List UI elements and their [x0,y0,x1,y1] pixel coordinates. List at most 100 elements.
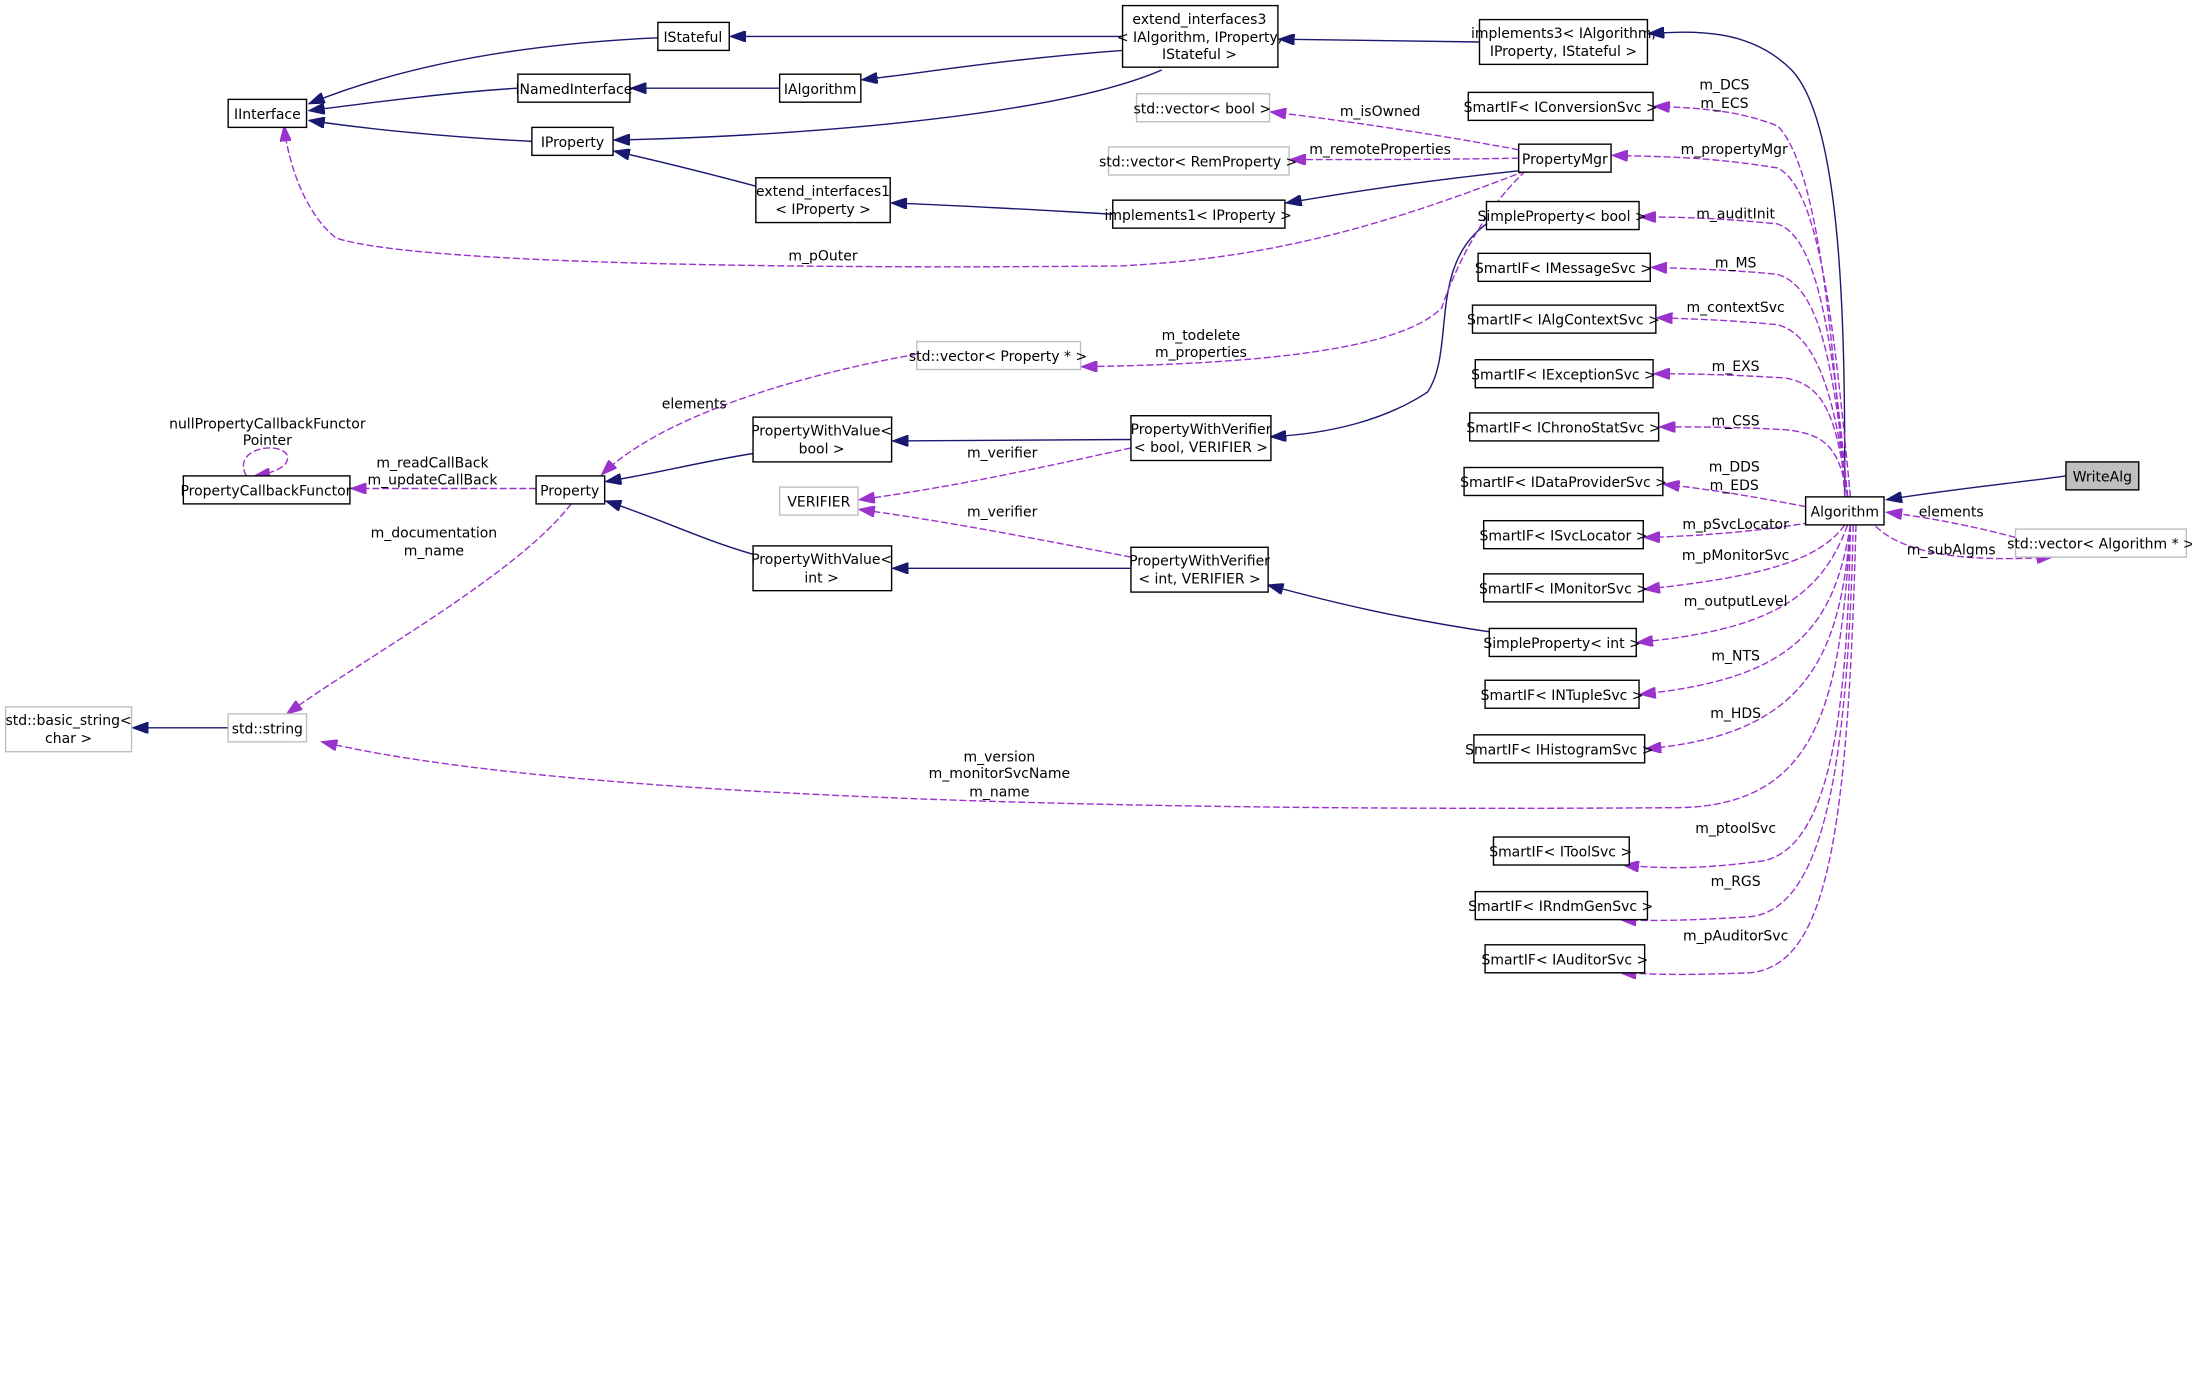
edge-label: m_ECS [1700,96,1748,112]
edge-writealg-algorithm [1887,475,2067,500]
node-label: < IAlgorithm, IProperty, [1117,30,1282,46]
class-smartif-ihistogramsvc[interactable]: SmartIF< IHistogramSvc > [1465,734,1653,764]
class-std-string[interactable]: std::string [227,713,308,743]
edge-extend1-iproperty [614,151,757,187]
edge-label: m_todelete [1162,328,1241,344]
edge-algorithm-saud [1621,524,1857,975]
edge-label: m_auditInit [1696,206,1775,222]
edge-algorithm-srnd [1621,524,1854,921]
class-propertywithverifier-int[interactable]: PropertyWithVerifier < int, VERIFIER > [1129,546,1270,593]
class-implements1[interactable]: implements1< IProperty > [1105,199,1292,229]
edge-algorithm-sdp [1664,484,1806,508]
class-simpleproperty-int[interactable]: SimpleProperty< int > [1483,627,1641,658]
node-label: SmartIF< IDataProviderSvc > [1460,475,1667,491]
edge-label: m_subAlgms [1907,542,1996,558]
edge-label: m_remoteProperties [1309,142,1451,158]
edge-algorithm-ssvc [1645,520,1820,538]
node-label: std::string [232,721,303,737]
class-smartif-itoolsvc[interactable]: SmartIF< IToolSvc > [1489,836,1632,866]
class-smartif-ichronostatsvc[interactable]: SmartIF< IChronoStatSvc > [1466,412,1661,442]
class-implements3[interactable]: implements3< IAlgorithm, IProperty, ISta… [1471,18,1656,66]
node-label: SmartIF< IAuditorSvc > [1481,952,1648,968]
class-propertymgr[interactable]: PropertyMgr [1517,143,1612,173]
node-label: SmartIF< ISvcLocator > [1480,528,1648,544]
class-smartif-imonitorsvc[interactable]: SmartIF< IMonitorSvc > [1479,573,1648,603]
edge-label: m_pSvcLocator [1682,517,1789,533]
class-inamedinterface[interactable]: INamedInterface [515,73,632,103]
edge-propertymgr-vecbool [1271,112,1519,151]
class-extend-interfaces1[interactable]: extend_interfaces1 < IProperty > [755,177,891,224]
edge-label: m_DDS [1709,460,1760,476]
node-label: < IProperty > [775,202,871,218]
edge-algorithm-shist [1646,524,1852,749]
edge-label: m_readCallBack [376,455,489,471]
class-propertywithverifier-bool[interactable]: PropertyWithVerifier < bool, VERIFIER > [1130,415,1272,462]
class-smartif-ialgcontextsvc[interactable]: SmartIF< IAlgContextSvc > [1467,304,1660,334]
node-label: IProperty, IStateful > [1490,44,1637,60]
class-verifier[interactable]: VERIFIER [778,486,859,516]
edge-label: m_verifier [967,504,1038,520]
edge-pwvint-property [606,501,754,555]
class-smartif-imessagesvc[interactable]: SmartIF< IMessageSvc > [1475,252,1652,283]
edge-label: m_pAuditorSvc [1683,929,1788,945]
class-basic-string[interactable]: std::basic_string< char > [4,706,133,753]
class-vector-property[interactable]: std::vector< Property * > [909,340,1087,371]
class-iinterface[interactable]: IInterface [227,98,308,129]
edge-label: nullPropertyCallbackFunctor [169,416,366,432]
class-propertycallbackfunctor[interactable]: PropertyCallbackFunctor [180,475,352,505]
class-vector-remproperty[interactable]: std::vector< RemProperty > [1099,146,1297,176]
nodes: WriteAlg Algorithm IInterface IStateful … [4,4,2192,974]
class-ialgorithm[interactable]: IAlgorithm [778,73,862,103]
class-smartif-isvclocator[interactable]: SmartIF< ISvcLocator > [1480,519,1648,550]
class-smartif-iconversionsvc[interactable]: SmartIF< IConversionSvc > [1464,91,1658,122]
node-label: IStateful > [1162,47,1237,63]
class-vector-bool[interactable]: std::vector< bool > [1134,93,1272,123]
edge-inamedinterface-iinterface [309,87,518,110]
node-label: SmartIF< IToolSvc > [1489,845,1632,861]
node-label: std::vector< Property * > [909,349,1087,365]
node-label: bool > [799,442,845,458]
class-iproperty[interactable]: IProperty [531,126,614,157]
node-label: IProperty [541,135,604,151]
class-istateful[interactable]: IStateful [657,21,730,52]
class-property[interactable]: Property [535,475,606,505]
edge-extend3-iproperty [614,69,1163,140]
class-smartif-iexceptionsvc[interactable]: SmartIF< IExceptionSvc > [1471,359,1656,389]
class-propertywithvalue-bool[interactable]: PropertyWithValue< bool > [751,416,893,463]
class-smartif-intuplesvc[interactable]: SmartIF< INTupleSvc > [1481,679,1644,709]
class-smartif-idataprovidersvc[interactable]: SmartIF< IDataProviderSvc > [1460,466,1667,497]
edge-algorithm-propertymgr [1612,155,1852,497]
edge-label: m_CSS [1712,414,1760,430]
edge-label: m_isOwned [1340,104,1421,120]
node-label: SmartIF< IMonitorSvc > [1479,581,1648,597]
edge-label: m_outputLevel [1684,594,1788,610]
edge-propcallback-self [242,447,289,476]
edge-algorithm-vecalg [1875,525,2052,558]
edge-extend3-ialgorithm [862,49,1123,79]
class-vector-algorithm[interactable]: std::vector< Algorithm * > [2007,528,2192,558]
class-propertywithvalue-int[interactable]: PropertyWithValue< int > [751,545,893,592]
edge-spint-pwverint [1268,585,1495,634]
node-label: std::vector< RemProperty > [1099,155,1297,171]
edge-label: m_HDS [1710,706,1761,722]
class-smartif-iauditorsvc[interactable]: SmartIF< IAuditorSvc > [1481,944,1648,974]
node-label: INamedInterface [515,82,632,98]
class-extend-interfaces3[interactable]: extend_interfaces3 < IAlgorithm, IProper… [1117,4,1282,68]
edge-label: m_EDS [1710,478,1759,494]
node-label: SmartIF< INTupleSvc > [1481,688,1644,704]
node-label: PropertyWithValue< [751,423,892,439]
class-simpleproperty-bool[interactable]: SimpleProperty< bool > [1478,200,1647,231]
node-label: IAlgorithm [784,82,857,98]
class-writealg[interactable]: WriteAlg [2065,461,2140,491]
class-algorithm[interactable]: Algorithm [1804,496,1885,526]
node-label: SimpleProperty< int > [1483,636,1640,652]
edge-algorithm-stool [1624,524,1852,868]
edge-label: m_DCS [1699,78,1749,94]
node-label: SmartIF< IMessageSvc > [1475,261,1652,277]
node-label: SmartIF< IRndmGenSvc > [1468,899,1653,915]
node-label: SmartIF< IConversionSvc > [1464,100,1658,116]
edge-label: m_ptoolSvc [1695,821,1776,837]
node-label: PropertyCallbackFunctor [180,483,351,499]
edge-algorithm-sctx [1657,318,1849,497]
class-smartif-irndmgensvc[interactable]: SmartIF< IRndmGenSvc > [1468,890,1653,921]
